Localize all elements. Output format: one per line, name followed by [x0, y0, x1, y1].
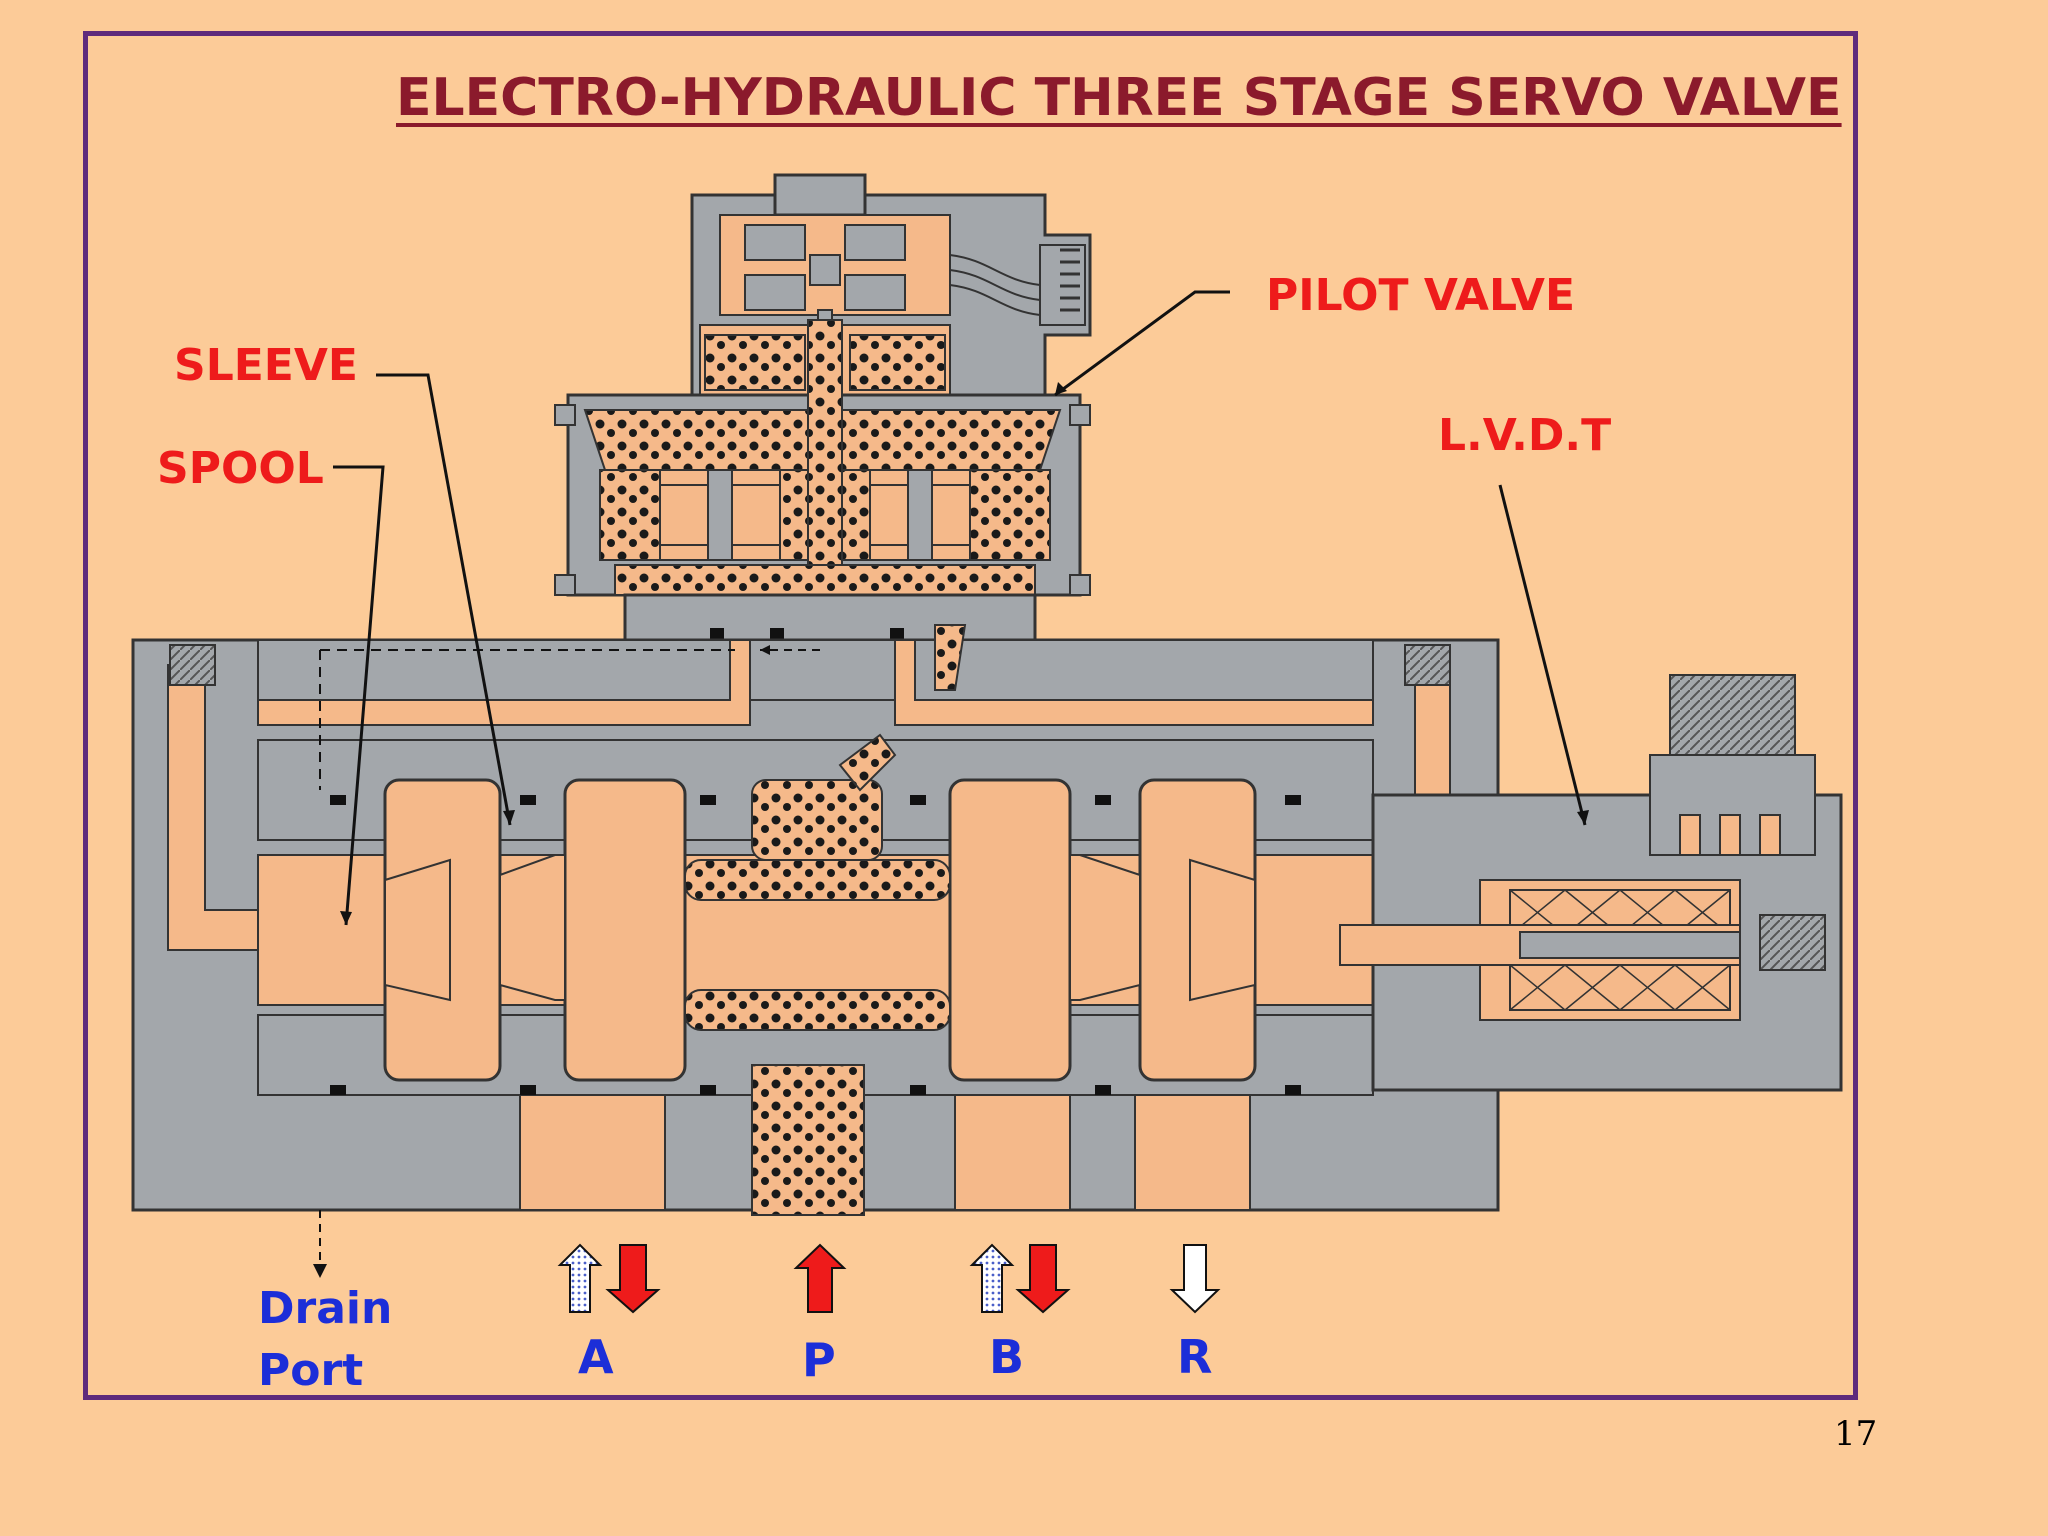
label-sleeve: SLEEVE	[174, 340, 358, 391]
label-spool: SPOOL	[157, 443, 324, 494]
label-lvdt: L.V.D.T	[1438, 410, 1612, 461]
port-b-arrows	[969, 1243, 1071, 1314]
drain-line-1: Drain	[258, 1283, 393, 1334]
label-port-p: P	[802, 1333, 836, 1387]
slide-frame	[83, 31, 1858, 1400]
label-port-a: A	[578, 1330, 614, 1384]
drain-line-2: Port	[258, 1345, 364, 1396]
main-valve-body	[131, 624, 1500, 1278]
port-a-up-arrow	[557, 1243, 603, 1313]
port-a-arrows	[557, 1243, 661, 1314]
port-b-down-arrow	[1015, 1244, 1071, 1314]
label-drain-port: Drain Port	[258, 1278, 392, 1402]
slide-title: ELECTRO-HYDRAULIC THREE STAGE SERVO VALV…	[396, 68, 1842, 128]
label-pilot-valve: PILOT VALVE	[1266, 270, 1576, 321]
callout-leaders	[333, 290, 1587, 926]
pilot-valve-assembly	[554, 173, 1092, 642]
port-r-down-arrow	[1169, 1244, 1221, 1314]
label-port-b: B	[989, 1330, 1025, 1384]
port-b-up-arrow	[969, 1243, 1015, 1313]
port-p-up-arrow	[793, 1243, 847, 1313]
page-number: 17	[1834, 1414, 1878, 1454]
lvdt-assembly	[1339, 674, 1843, 1092]
label-port-r: R	[1177, 1330, 1213, 1384]
port-a-down-arrow	[605, 1244, 661, 1314]
